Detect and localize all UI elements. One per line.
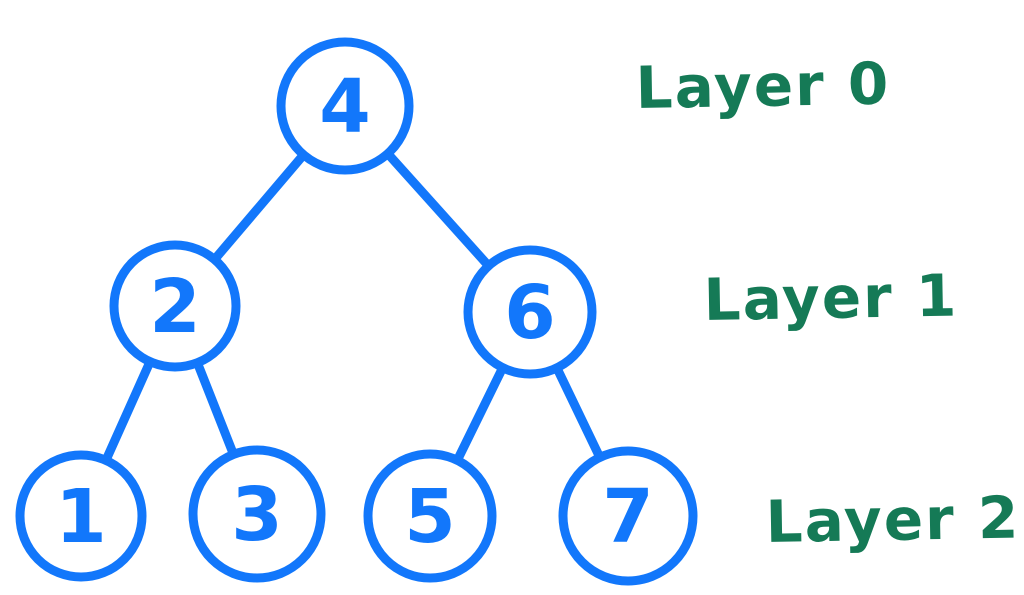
tree-edge-2-1 bbox=[98, 359, 154, 472]
tree-nodes: 4 2 6 1 3 5 7 bbox=[15, 37, 698, 586]
tree-edge-2-3 bbox=[193, 360, 241, 466]
tree-node-7: 7 bbox=[558, 446, 698, 586]
layer-label-0: Layer 0 bbox=[635, 50, 891, 122]
tree-node-circle bbox=[363, 449, 497, 583]
tree-edge-4-2 bbox=[205, 151, 307, 270]
tree-node-6: 6 bbox=[463, 245, 597, 379]
tree-node-2: 2 bbox=[109, 240, 241, 372]
tree-edge-6-7 bbox=[553, 365, 608, 469]
tree-node-value: 4 bbox=[319, 64, 371, 150]
tree-node-circle bbox=[188, 445, 326, 583]
layer-label-2: Layer 2 bbox=[765, 484, 1021, 556]
tree-node-4: 4 bbox=[276, 37, 414, 175]
tree-node-3: 3 bbox=[188, 445, 326, 583]
tree-node-value: 3 bbox=[231, 472, 283, 558]
tree-edge-6-5 bbox=[449, 364, 507, 472]
tree-node-circle bbox=[463, 245, 597, 379]
tree-node-circle bbox=[558, 446, 698, 586]
tree-node-circle bbox=[276, 37, 414, 175]
tree-node-5: 5 bbox=[363, 449, 497, 583]
layer-labels: Layer 0 Layer 1 Layer 2 bbox=[635, 50, 1021, 556]
tree-edges bbox=[98, 150, 608, 472]
tree-node-1: 1 bbox=[15, 450, 147, 582]
tree-node-value: 1 bbox=[55, 474, 107, 560]
tree-node-value: 2 bbox=[149, 264, 201, 350]
tree-node-circle bbox=[109, 240, 241, 372]
tree-node-value: 5 bbox=[404, 474, 456, 560]
tree-node-circle bbox=[15, 450, 147, 582]
tree-edge-4-6 bbox=[384, 150, 498, 276]
tree-node-value: 6 bbox=[504, 270, 556, 356]
layer-label-1: Layer 1 bbox=[703, 262, 959, 334]
tree-node-value: 7 bbox=[602, 474, 654, 560]
